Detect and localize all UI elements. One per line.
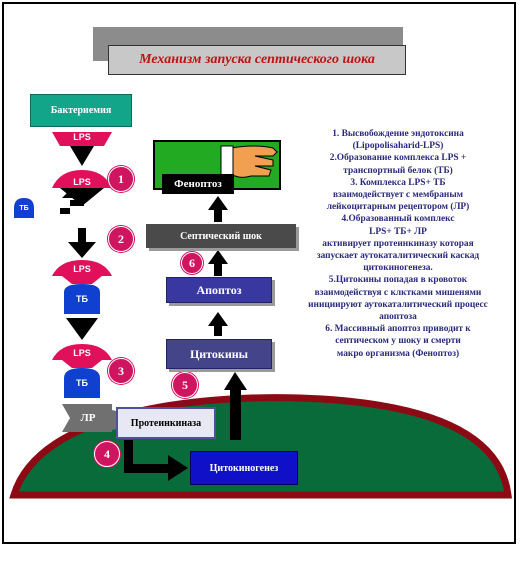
tb-body-2: [64, 368, 100, 398]
label-tb-1: ТБ: [76, 294, 88, 304]
label-lps-1: LPS: [73, 132, 91, 142]
description-line: апоптоза: [379, 312, 417, 323]
description-line: взаимодействует с мембраным: [332, 190, 464, 201]
description-line: 2.Образование комплекса LPS +: [329, 153, 467, 164]
description-line: септическом у шоку и смерти: [335, 336, 461, 347]
lps-cap-3: [52, 260, 112, 276]
description-line: макро организма (Феноптоз): [336, 348, 460, 359]
arrow-side-head: [62, 188, 82, 198]
description-text: 1. Высвобождение эндотоксина (Lipopolisa…: [282, 128, 514, 360]
diagram-title: Механизм запуска септического шока: [108, 45, 406, 75]
lps-base-4: [62, 360, 102, 368]
lr-shape: [62, 404, 112, 432]
description-line: 3. Комплекса LPS+ ТБ: [350, 177, 446, 188]
node-cytokines: Цитокины: [166, 339, 272, 369]
node-phenoptosis: Феноптоз: [162, 174, 234, 194]
step-number-3: 3: [108, 358, 134, 384]
up-arrow-stem: [230, 388, 241, 440]
bent-arrow-stem: [124, 440, 133, 472]
description-line: LPS+ ТБ+ ЛР: [369, 226, 427, 237]
description-line: запускает аутокаталитический каскад: [316, 251, 480, 262]
description-line: 5.Цитокины попадая в кровоток: [328, 275, 468, 286]
lps-receptor-1: [52, 132, 112, 146]
label-tb-side: ТБ: [19, 205, 29, 212]
arrow-down-1: [70, 146, 94, 166]
bent-arrow-head: [168, 455, 188, 481]
up-arrow-5-stem: [214, 326, 222, 336]
description-line: 4.Образованный комплекс: [341, 214, 455, 225]
lps-cap-2: [52, 170, 112, 188]
tb-body-1: [64, 284, 100, 314]
label-lps-3: LPS: [73, 264, 91, 274]
description-line: цитокиногенеза.: [363, 263, 433, 274]
bent-arrow-bar: [124, 464, 170, 473]
step-number-5: 5: [172, 372, 198, 398]
description-line: взаимодействуя с клктками мишенями: [314, 287, 482, 298]
up-arrow-5-head: [208, 312, 228, 326]
dotted-arrow-stem: [78, 228, 86, 242]
label-lps-2: LPS: [73, 177, 91, 187]
description-line: 6. Массивный апоптоз приводит к: [325, 324, 471, 335]
label-lr: ЛР: [80, 412, 96, 424]
node-cytokinogenesis: Цитокиногенез: [190, 451, 298, 485]
node-septic-shock: Септический шок: [146, 224, 296, 248]
up-arrow-6-head: [208, 250, 228, 264]
description-line: 1. Высвобождение эндотоксина: [332, 129, 464, 139]
dotted-arrow-head: [68, 242, 96, 258]
step-number-1: 1: [108, 166, 134, 192]
step-number-4: 4: [94, 441, 120, 467]
label-tb-2: ТБ: [76, 378, 88, 388]
step-number-2: 2: [108, 226, 134, 252]
node-proteinkinase: Протеинкиназа: [116, 407, 216, 439]
description-line: лейкоцитарным рецептором (ЛР): [326, 202, 470, 213]
arrow-down-3: [66, 318, 98, 340]
node-apoptosis: Апоптоз: [166, 277, 272, 303]
description-line: транспортный белок (ТБ): [343, 165, 453, 176]
description-line: инициируют аутокаталитический процесс: [308, 299, 488, 310]
step-number-6: 6: [181, 252, 203, 274]
up-arrow-7-stem: [214, 210, 222, 222]
arrow-side: [38, 200, 84, 214]
lps-cap-4: [52, 344, 112, 360]
node-bacteremia: Бактериемия: [30, 94, 132, 127]
pointing-hand-icon: [220, 145, 278, 178]
up-arrow-6-stem: [214, 264, 222, 276]
description-line: (Lipopolisaharid-LPS): [352, 141, 444, 152]
lps-base-3: [62, 276, 102, 284]
up-arrow-head: [224, 372, 247, 390]
tb-side-shape: [14, 198, 34, 218]
label-lps-4: LPS: [73, 348, 91, 358]
description-line: активирует протеинкиназу которая: [322, 238, 474, 249]
up-arrow-7-head: [208, 196, 228, 210]
